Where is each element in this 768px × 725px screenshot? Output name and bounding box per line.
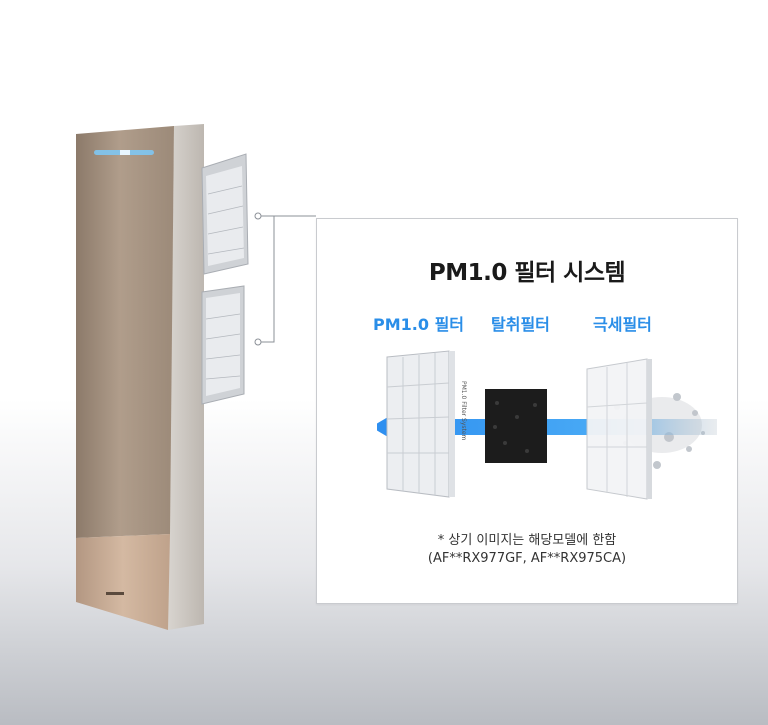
brand-logo <box>106 592 124 595</box>
panel-title: PM1.0 필터 시스템 <box>428 260 626 286</box>
callout-connector <box>254 212 316 346</box>
model-note: * 상기 이미지는 해당모델에 한함 <box>437 533 617 548</box>
filter-print: PM1.0 Filter System <box>460 381 467 441</box>
fine-dust-filter <box>586 358 652 500</box>
filter-info-panel: PM1.0 필터 시스템 PM1.0 필터 탈취필터 극세필터 <box>316 218 738 604</box>
pm10-filter: PM1.0 Filter System <box>386 350 467 498</box>
model-numbers: (AF**RX977GF, AF**RX975CA) <box>427 551 627 566</box>
lower-filter-door <box>201 285 245 405</box>
filter-label-deodorizing: 탈취필터 <box>491 315 550 334</box>
filter-layers-illustration: PM1.0 Filter System <box>377 350 717 500</box>
filter-label-fine-dust: 극세필터 <box>593 315 652 334</box>
filter-label-pm10: PM1.0 필터 <box>373 315 465 334</box>
air-purifier-illustration <box>76 124 249 630</box>
upper-filter-door <box>201 153 249 275</box>
